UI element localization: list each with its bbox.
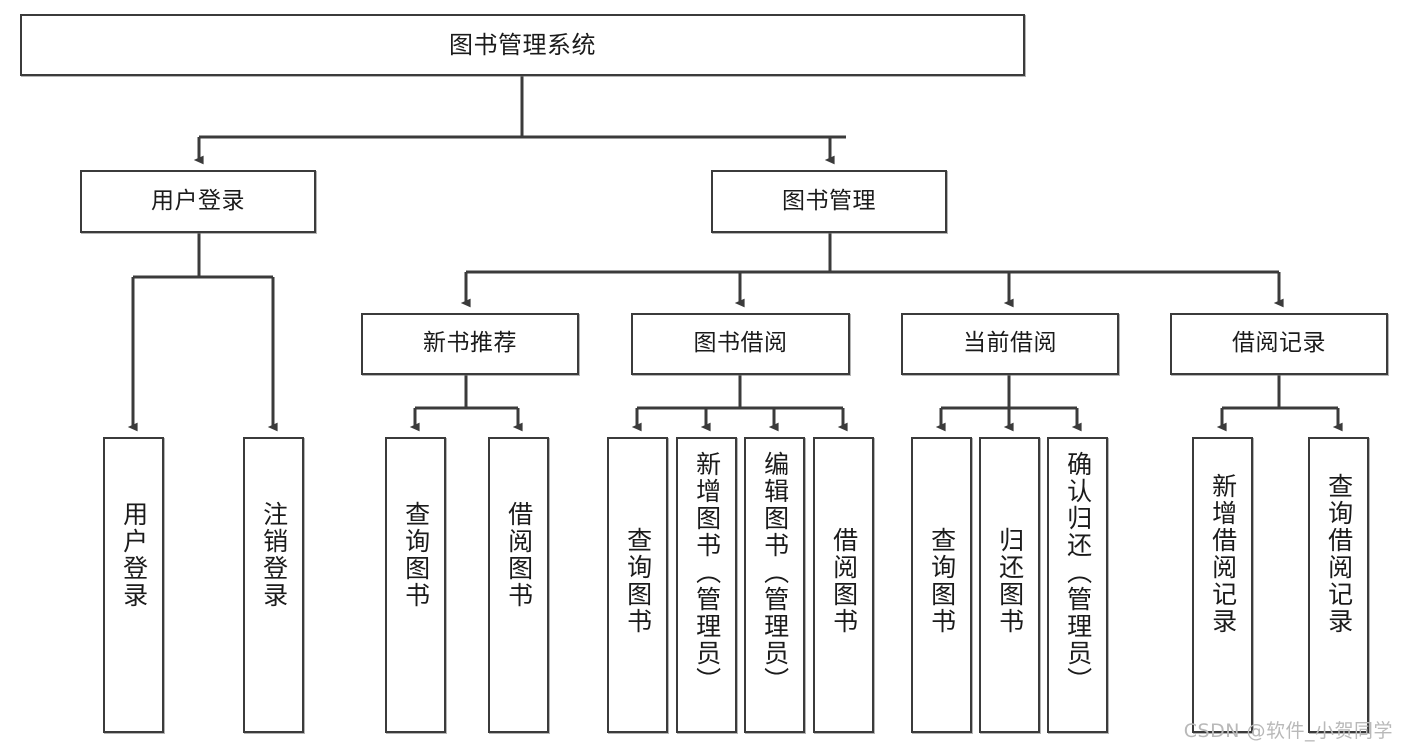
node-leaf-query-book-1-label: 查询图书 <box>401 501 431 609</box>
node-leaf-query-record-label: 查询借阅记录 <box>1324 473 1354 635</box>
node-leaf-confirm-return[interactable]: 确认归还（管理员） <box>1047 437 1108 733</box>
node-leaf-user-login[interactable]: 用户登录 <box>103 437 164 733</box>
node-leaf-return-book[interactable]: 归还图书 <box>979 437 1040 733</box>
node-leaf-add-book[interactable]: 新增图书（管理员） <box>676 437 737 733</box>
node-leaf-query-record[interactable]: 查询借阅记录 <box>1308 437 1369 733</box>
node-root[interactable]: 图书管理系统 <box>20 14 1025 76</box>
node-leaf-edit-book-label: 编辑图书（管理员） <box>760 451 790 694</box>
node-leaf-confirm-return-label: 确认归还（管理员） <box>1063 451 1093 694</box>
node-leaf-borrow-book-2-label: 借阅图书 <box>829 527 859 635</box>
node-user-login-label: 用户登录 <box>151 187 245 214</box>
node-leaf-query-book-2[interactable]: 查询图书 <box>607 437 668 733</box>
node-leaf-edit-book[interactable]: 编辑图书（管理员） <box>744 437 805 733</box>
node-new-book-recommend-label: 新书推荐 <box>423 330 517 357</box>
node-user-login[interactable]: 用户登录 <box>80 170 316 233</box>
node-leaf-return-book-label: 归还图书 <box>995 527 1025 635</box>
node-leaf-borrow-book-2[interactable]: 借阅图书 <box>813 437 874 733</box>
node-book-borrow[interactable]: 图书借阅 <box>631 313 850 375</box>
node-leaf-query-book-3-label: 查询图书 <box>927 527 957 635</box>
node-leaf-query-book-1[interactable]: 查询图书 <box>385 437 446 733</box>
node-leaf-add-record[interactable]: 新增借阅记录 <box>1192 437 1253 733</box>
node-leaf-query-book-2-label: 查询图书 <box>623 527 653 635</box>
node-new-book-recommend[interactable]: 新书推荐 <box>361 313 579 375</box>
node-leaf-borrow-book-1-label: 借阅图书 <box>504 501 534 609</box>
node-borrow-record-label: 借阅记录 <box>1232 330 1326 357</box>
node-root-label: 图书管理系统 <box>449 30 596 59</box>
node-leaf-logout[interactable]: 注销登录 <box>243 437 304 733</box>
node-book-borrow-label: 图书借阅 <box>693 330 788 357</box>
node-leaf-borrow-book-1[interactable]: 借阅图书 <box>488 437 549 733</box>
node-current-borrow[interactable]: 当前借阅 <box>901 313 1119 375</box>
node-leaf-query-book-3[interactable]: 查询图书 <box>911 437 972 733</box>
node-leaf-logout-label: 注销登录 <box>259 501 289 609</box>
node-book-manage-label: 图书管理 <box>782 187 876 214</box>
node-borrow-record[interactable]: 借阅记录 <box>1170 313 1388 375</box>
node-leaf-add-book-label: 新增图书（管理员） <box>692 451 722 694</box>
node-leaf-add-record-label: 新增借阅记录 <box>1208 473 1238 635</box>
node-current-borrow-label: 当前借阅 <box>963 330 1057 357</box>
node-leaf-user-login-label: 用户登录 <box>119 501 149 609</box>
node-book-manage[interactable]: 图书管理 <box>711 170 947 233</box>
